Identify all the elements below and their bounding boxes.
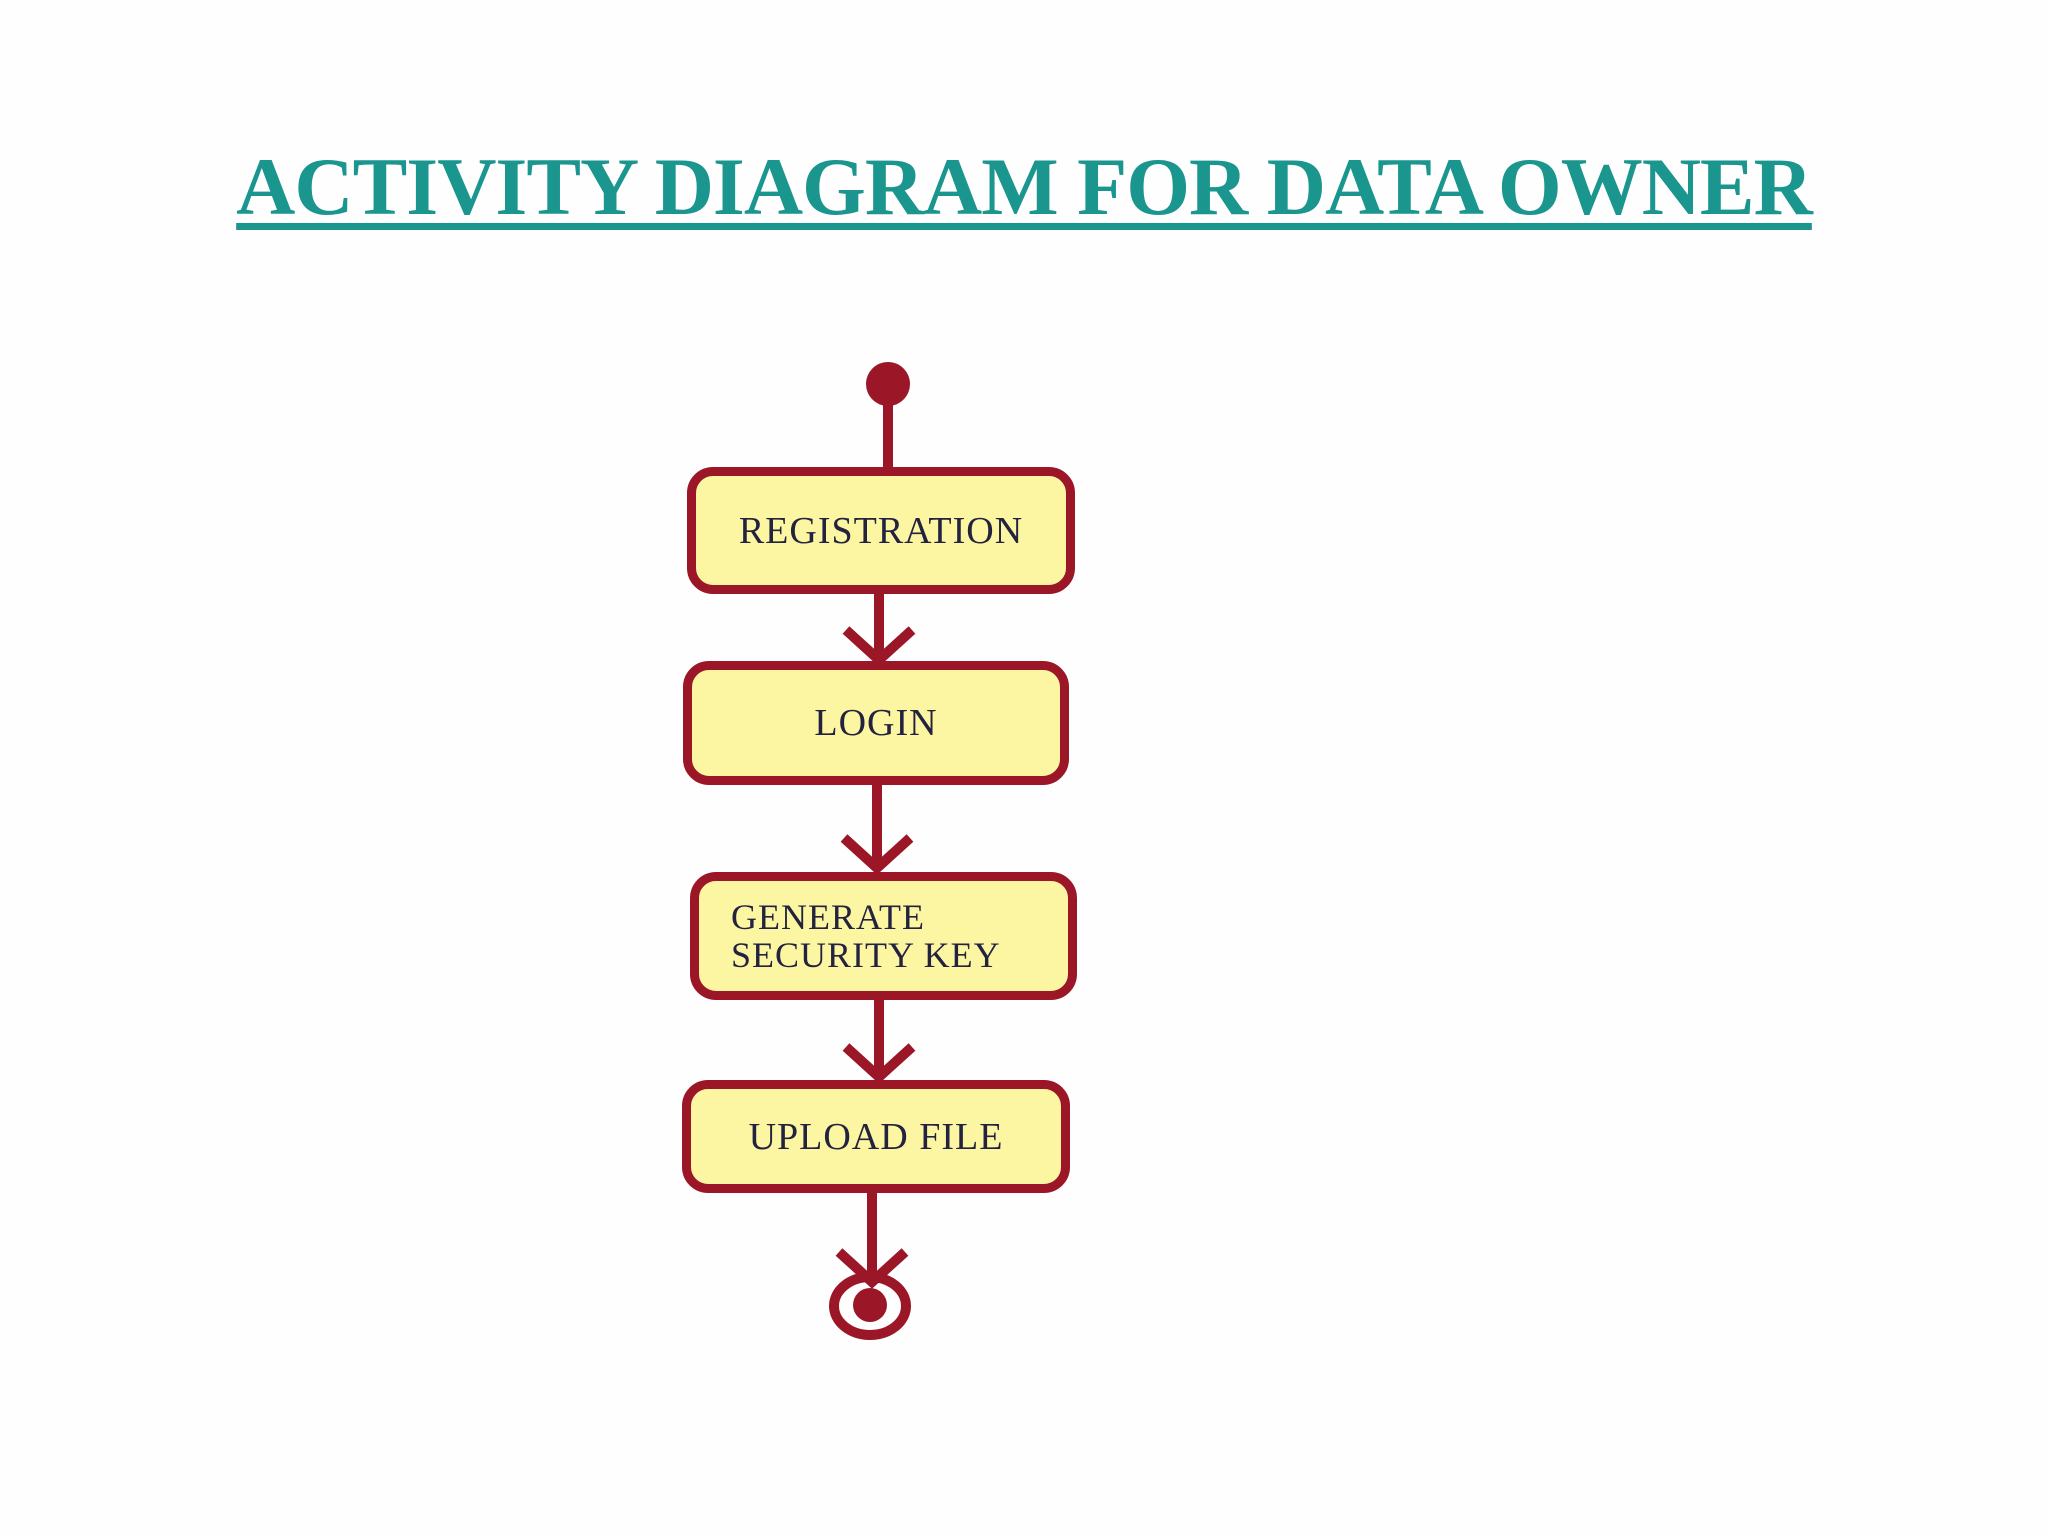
activity-node-login: LOGIN [683,661,1069,785]
edge-login-to-generate-security-key [840,783,914,875]
activity-label-upload-file: UPLOAD FILE [748,1115,1004,1158]
activity-node-generate-security-key: GENERATE SECURITY KEY [690,872,1077,1000]
final-node [829,1272,911,1340]
page-title: ACTIVITY DIAGRAM FOR DATA OWNER [0,140,2048,234]
edge-registration-to-login [842,590,916,667]
activity-label-registration: REGISTRATION [738,509,1024,552]
page-title-text: ACTIVITY DIAGRAM FOR DATA OWNER [236,141,1813,232]
edge-generate-security-key-to-upload-file [842,998,916,1084]
activity-label-login: LOGIN [814,702,938,744]
activity-node-registration: REGISTRATION [687,467,1075,594]
activity-node-upload-file: UPLOAD FILE [682,1080,1070,1193]
initial-node [866,362,910,406]
activity-label-generate-security-key: GENERATE SECURITY KEY [731,897,1001,975]
edge-upload-file-to-final [835,1191,909,1289]
